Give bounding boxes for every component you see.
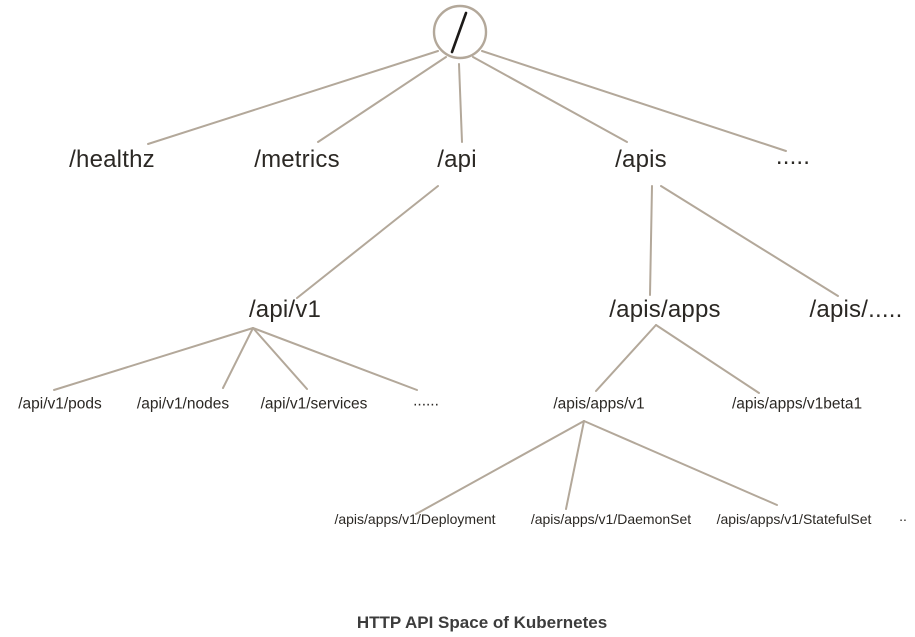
edge-appsv1-statefulset [583,420,778,506]
edge-appsv1-deployment [415,420,585,515]
node-apis-apps-v1beta1: /apis/apps/v1beta1 [731,395,863,413]
node-api: /api [437,146,477,173]
edge-apiv1-more [252,327,418,391]
node-appsv1-more: .. [899,508,907,524]
edge-root-healthz [147,50,439,145]
node-daemonset: /apis/apps/v1/DaemonSet [530,511,692,527]
edge-root-api [458,63,463,143]
node-apis-apps-v1: /apis/apps/v1 [553,395,645,413]
root-slash-mark [450,11,468,54]
node-healthz: /healthz [69,146,155,173]
edge-api-apiv1 [296,185,439,299]
node-statefulset: /apis/apps/v1/StatefulSet [716,511,872,527]
node-apis-apps: /apis/apps [609,296,721,323]
edge-appsv1-daemonset [565,420,585,510]
edge-apisapps-v1beta1 [655,324,760,394]
node-deployment: /apis/apps/v1/Deployment [334,511,496,527]
node-api-v1-services: /api/v1/services [260,395,368,413]
node-api-v1: /api/v1 [248,296,322,323]
node-api-v1-more: ...... [413,392,439,410]
root-node-circle [432,4,488,60]
node-api-v1-pods: /api/v1/pods [18,395,102,413]
edge-apisapps-v1 [595,324,657,392]
node-metrics: /metrics [254,146,340,173]
diagram-caption: HTTP API Space of Kubernetes [356,613,608,632]
edge-apis-apismore [660,185,839,297]
node-api-v1-nodes: /api/v1/nodes [136,395,230,413]
edge-root-more [481,50,787,152]
node-root-more: ..... [775,143,811,170]
edge-root-metrics [317,56,447,143]
edge-apiv1-services [252,327,308,390]
edge-apiv1-pods [53,327,254,391]
edge-apis-apisapps [649,185,653,296]
node-apis-more: /apis/..... [809,296,903,323]
edge-apiv1-nodes [222,327,254,389]
node-apis: /apis [615,146,667,173]
edge-root-apis [472,56,628,143]
